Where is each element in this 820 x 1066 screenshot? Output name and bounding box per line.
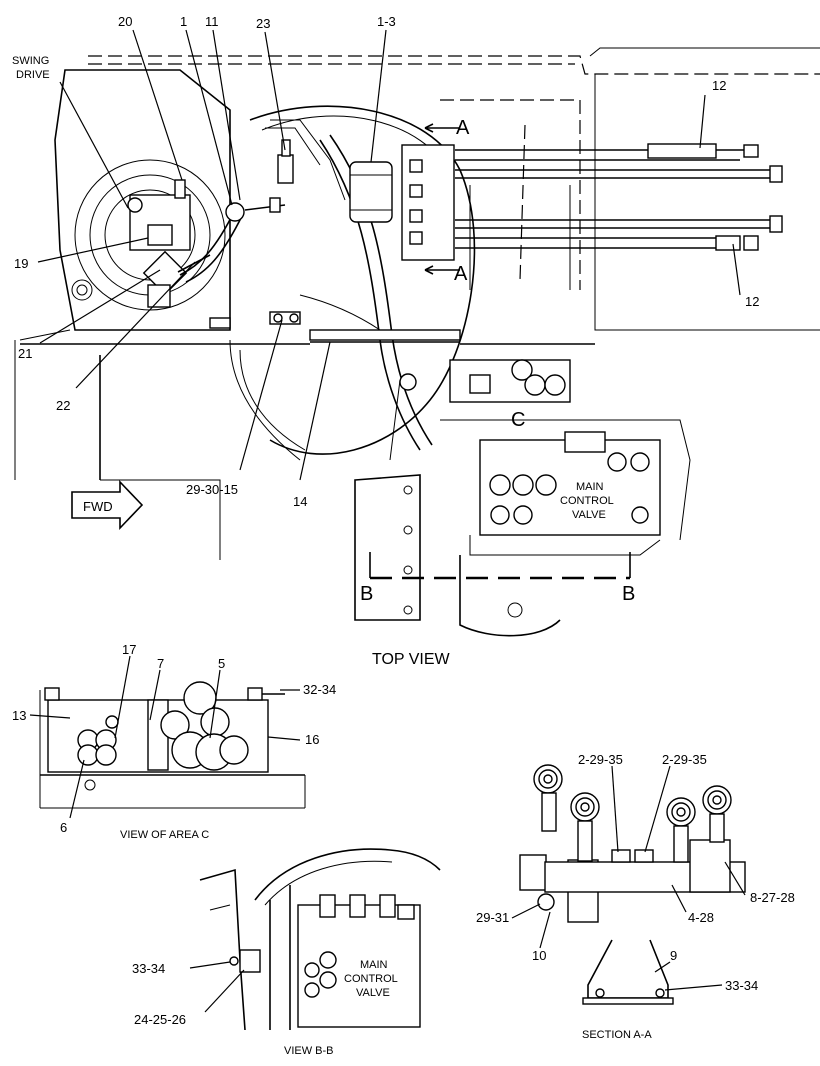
callout-4-28: 4-28 [688, 910, 714, 925]
callout-24-25-26: 24-25-26 [134, 1012, 186, 1027]
tee-fitting [142, 250, 188, 296]
top-view: FWD 20 1 11 23 1-3 12 12 19 21 22 29-30-… [12, 14, 820, 668]
pipe-12-top [647, 143, 717, 159]
section-a-bottom-label: A [454, 263, 468, 285]
bracket-24-25-26 [239, 949, 261, 973]
fwd-label: FWD [83, 499, 113, 514]
callout-12-top: 12 [712, 78, 726, 93]
callout-20: 20 [118, 14, 132, 29]
main-control-valve-bb-1: MAIN [360, 959, 388, 971]
elbow-fitting [225, 202, 245, 222]
callout-29-30-15: 29-30-15 [186, 482, 238, 497]
main-control-valve-top-1: MAIN [576, 481, 604, 493]
callout-19: 19 [14, 256, 28, 271]
callout-2-29-35-a: 2-29-35 [578, 752, 623, 767]
swing-drive-housing [54, 69, 231, 331]
main-control-valve-top-2: CONTROL [560, 495, 614, 507]
callout-6: 6 [60, 820, 67, 835]
callout-10: 10 [532, 948, 546, 963]
swing-drive-label-1: SWING [12, 55, 49, 67]
callout-7: 7 [157, 656, 164, 671]
callout-2-29-35-b: 2-29-35 [662, 752, 707, 767]
callout-17: 17 [122, 642, 136, 657]
callout-21: 21 [18, 346, 32, 361]
callout-22: 22 [56, 398, 70, 413]
main-control-valve-bb-3: VALVE [356, 987, 390, 999]
section-a-a: 2-29-35 2-29-35 8-27-28 29-31 4-28 10 9 … [476, 752, 795, 1041]
callout-32-34: 32-34 [303, 682, 336, 697]
callout-12-bottom: 12 [745, 294, 759, 309]
callout-29-31: 29-31 [476, 910, 509, 925]
callout-8-27-28: 8-27-28 [750, 890, 795, 905]
callout-1-3: 1-3 [377, 14, 396, 29]
filter-1-3 [349, 161, 393, 223]
section-a-a-caption: SECTION A-A [582, 1029, 652, 1041]
callout-16: 16 [305, 732, 319, 747]
main-control-valve-bb-2: CONTROL [344, 973, 398, 985]
callout-13: 13 [12, 708, 26, 723]
section-a-top-label: A [456, 117, 470, 139]
callout-14: 14 [293, 494, 307, 509]
fwd-arrow [71, 480, 144, 530]
section-c-label: C [511, 409, 525, 431]
plate-14 [309, 329, 461, 341]
callout-33-34-bb: 33-34 [132, 961, 165, 976]
callout-9: 9 [670, 948, 677, 963]
section-b-right-label: B [622, 583, 635, 605]
section-b-left-label: B [360, 583, 373, 605]
callout-1: 1 [180, 14, 187, 29]
pressure-switch [277, 154, 294, 184]
pipe-12-bottom [715, 235, 741, 251]
view-of-area-c-caption: VIEW OF AREA C [120, 829, 209, 841]
callout-23: 23 [256, 16, 270, 31]
view-of-area-c: 17 7 5 32-34 13 16 6 VIEW OF AREA C [12, 642, 336, 841]
section-block-left [519, 854, 547, 891]
swing-drive-label-2: DRIVE [16, 69, 50, 81]
view-b-b-caption: VIEW B-B [284, 1045, 334, 1057]
top-view-caption: TOP VIEW [372, 651, 451, 668]
view-b-b: 33-34 24-25-26 MAIN CONTROL VALVE VIEW B… [132, 848, 441, 1057]
callout-33-34-section: 33-34 [725, 978, 758, 993]
callout-5: 5 [218, 656, 225, 671]
callout-11: 11 [205, 14, 219, 29]
main-control-valve-top-3: VALVE [572, 509, 606, 521]
